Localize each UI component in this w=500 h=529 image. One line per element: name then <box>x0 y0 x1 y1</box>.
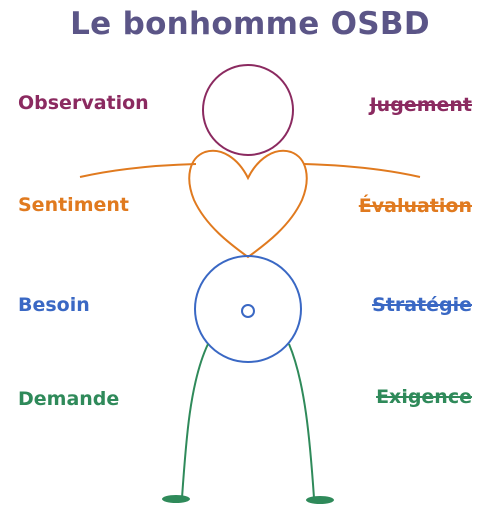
label-sentiment: Sentiment <box>18 194 129 216</box>
label-demande: Demande <box>18 388 120 410</box>
label-observation: Observation <box>18 92 149 114</box>
label-evaluation-struck: Évaluation <box>358 195 472 217</box>
head-circle <box>202 64 294 156</box>
right-arm <box>303 163 421 178</box>
label-exigence-struck: Exigence <box>376 386 472 408</box>
left-foot <box>162 495 190 503</box>
label-jugement-struck: Jugement <box>369 94 472 116</box>
heart-shape <box>188 149 308 259</box>
left-arm <box>79 163 197 178</box>
right-leg <box>288 343 315 499</box>
navel-circle <box>241 304 255 318</box>
label-strategie-struck: Stratégie <box>372 294 472 316</box>
page-title: Le bonhomme OSBD <box>70 6 430 42</box>
label-besoin: Besoin <box>18 294 90 316</box>
left-leg <box>181 343 209 499</box>
right-foot <box>306 496 334 504</box>
belly-circle <box>194 255 302 363</box>
